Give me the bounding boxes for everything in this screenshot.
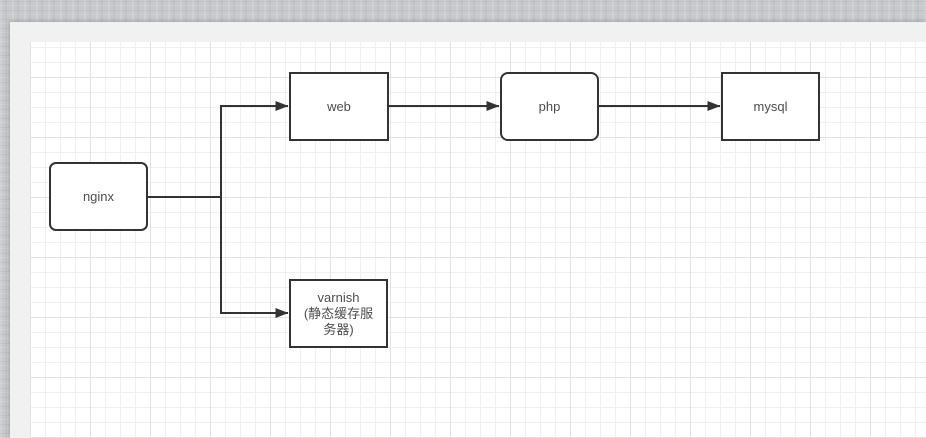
node-php[interactable]: php — [500, 72, 599, 141]
node-nginx[interactable]: nginx — [49, 162, 148, 231]
connector-nginx-web[interactable] — [148, 101, 289, 198]
node-php-label: php — [538, 98, 561, 114]
node-mysql[interactable]: mysql — [721, 72, 820, 141]
node-nginx-label: nginx — [82, 188, 115, 204]
node-varnish-label: varnish — [317, 289, 360, 305]
node-varnish-sublabel: (静态缓存服务器) — [303, 305, 374, 337]
node-mysql-label: mysql — [753, 98, 788, 114]
node-web[interactable]: web — [289, 72, 389, 141]
connector-nginx-varnish[interactable] — [148, 196, 289, 318]
node-varnish[interactable]: varnish (静态缓存服务器) — [289, 279, 388, 348]
node-web-label: web — [327, 98, 351, 114]
